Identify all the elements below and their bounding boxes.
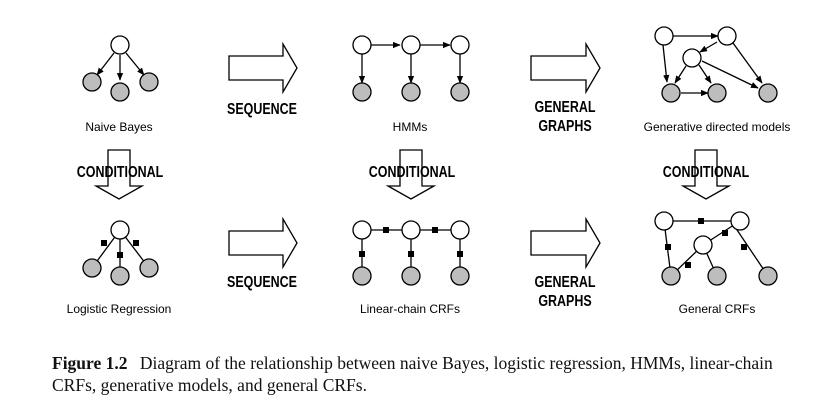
generative-directed-graph [654,26,778,103]
naive-bayes-graph [82,35,159,102]
general-crfs-label: General CRFs [679,302,756,316]
latent-node [693,235,713,255]
class-node [110,35,130,55]
latent-node [682,48,702,68]
figure-caption: Figure 1.2 Diagram of the relationship b… [52,352,782,396]
conditional-label-middle: CONDITIONAL [369,164,456,182]
observation-node [450,82,470,102]
factor-node [665,244,671,250]
conditional-arrow-right [680,149,732,200]
sequence-arrow-top [228,41,298,95]
sequence-arrow-bottom [228,216,298,270]
hmms-label: HMMs [393,120,428,134]
conditional-arrow-left [93,149,145,200]
conditional-arrow-middle [385,149,437,200]
state-node [401,35,421,55]
feature-node [82,72,102,92]
observation-node [352,82,372,102]
latent-node [654,26,674,46]
factor-node [741,244,747,250]
factor-node [457,251,463,257]
hmm-graph [352,35,470,102]
conditional-label-right: CONDITIONAL [663,164,750,182]
naive-bayes-label: Naive Bayes [85,120,152,134]
sequence-label-bottom: SEQUENCE [227,274,297,292]
feature-node [139,72,159,92]
state-node [450,35,470,55]
observation-node [450,266,470,286]
observation-node [401,82,421,102]
factor-node [698,218,704,224]
factor-node [359,251,365,257]
generative-directed-label: Generative directed models [644,120,791,134]
observed-node [758,83,778,103]
factor-node [408,251,414,257]
state-node [352,35,372,55]
observed-node [661,83,681,103]
observed-node [758,266,778,286]
state-node [401,220,421,240]
graphs-label-top: GRAPHS [538,118,591,136]
general-graphs-arrow-top [530,41,601,95]
feature-node [82,258,102,278]
factor-node [722,230,728,236]
feature-node [139,258,159,278]
latent-node [730,211,750,231]
general-label-bottom: GENERAL [535,274,596,292]
observed-node [707,83,727,103]
general-crf-graph [654,211,778,286]
latent-node [654,211,674,231]
observation-node [401,266,421,286]
factor-node [383,227,389,233]
caption-text: Diagram of the relationship between naiv… [52,353,773,395]
logistic-regression-graph [82,220,159,286]
factor-node [101,240,107,246]
general-label-top: GENERAL [535,99,596,117]
feature-node [110,266,130,286]
observed-node [661,266,681,286]
logistic-regression-label: Logistic Regression [67,302,172,316]
state-node [352,220,372,240]
graphs-label-bottom: GRAPHS [538,293,591,311]
factor-node [432,227,438,233]
factor-node [133,240,139,246]
class-node [110,220,130,240]
linear-chain-crf-graph [352,220,470,286]
figure-number: Figure 1.2 [52,353,128,373]
observation-node [352,266,372,286]
factor-node [685,262,691,268]
sequence-label-top: SEQUENCE [227,101,297,119]
factor-node [117,252,123,258]
observed-node [707,266,727,286]
relationship-diagram: Naive Bayes HMMs Generative directed mod… [67,26,791,316]
latent-node [717,26,737,46]
general-graphs-arrow-bottom [530,216,601,270]
conditional-label-left: CONDITIONAL [77,164,164,182]
state-node [450,220,470,240]
linear-chain-crfs-label: Linear-chain CRFs [360,302,460,316]
feature-node [110,82,130,102]
